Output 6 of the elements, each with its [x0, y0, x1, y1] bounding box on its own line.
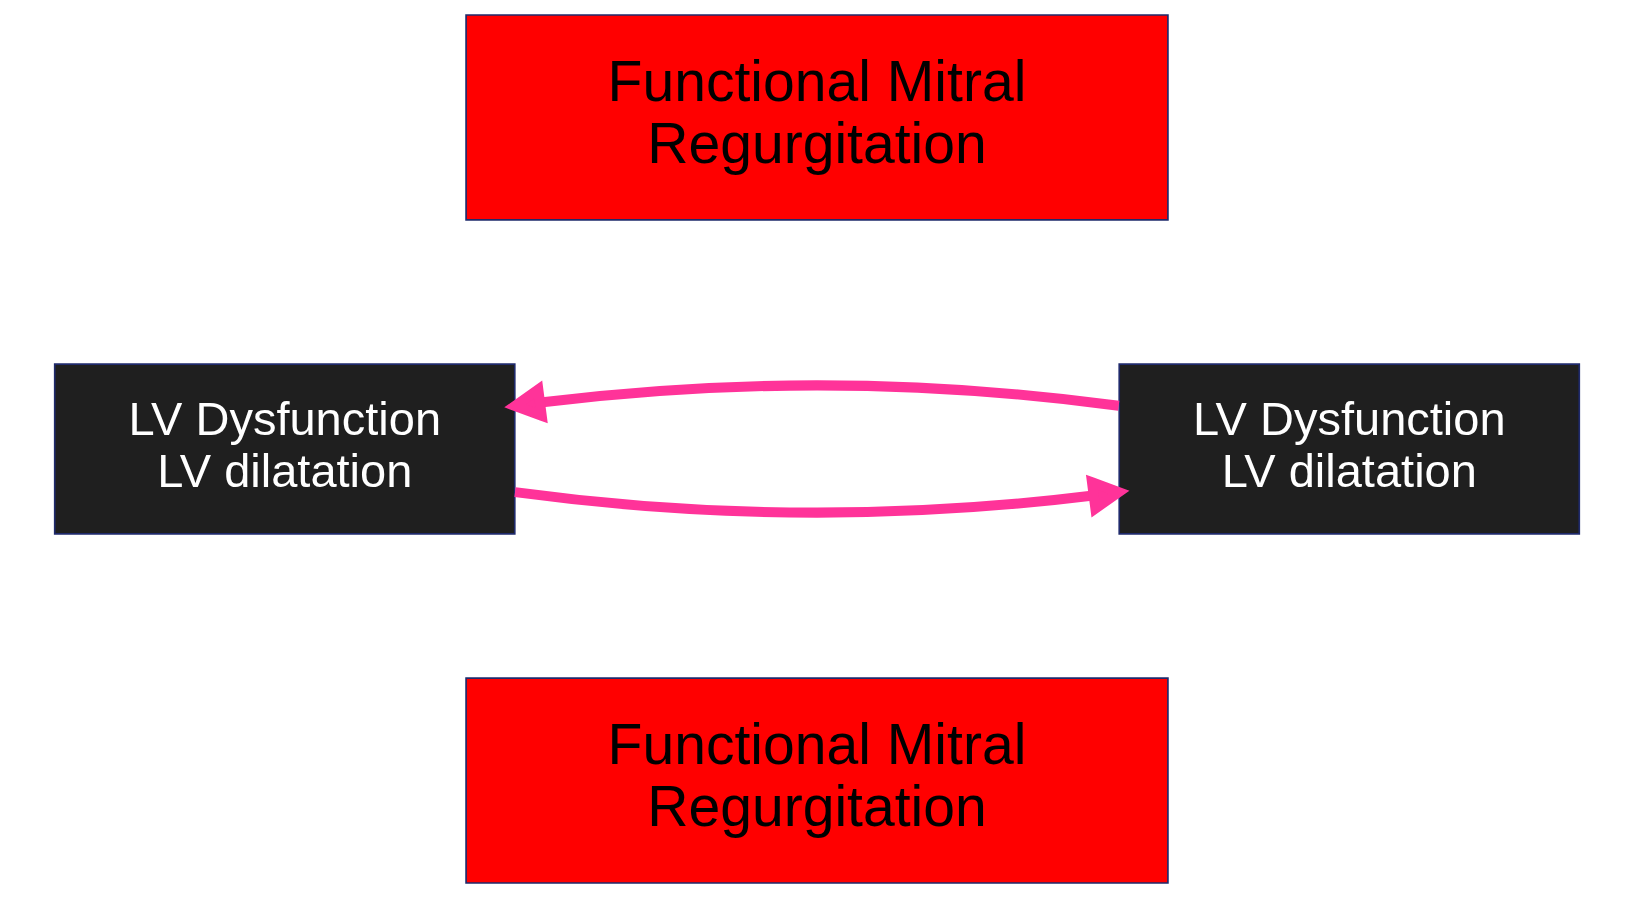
node-box: LV Dysfunction LV dilatation [53, 363, 516, 535]
node-box: Functional Mitral Regurgitation [464, 677, 1169, 884]
arrow [503, 380, 1119, 424]
node-box: Functional Mitral Regurgitation [464, 14, 1169, 221]
node-box: LV Dysfunction LV dilatation [1117, 363, 1580, 535]
arrow [513, 474, 1129, 518]
